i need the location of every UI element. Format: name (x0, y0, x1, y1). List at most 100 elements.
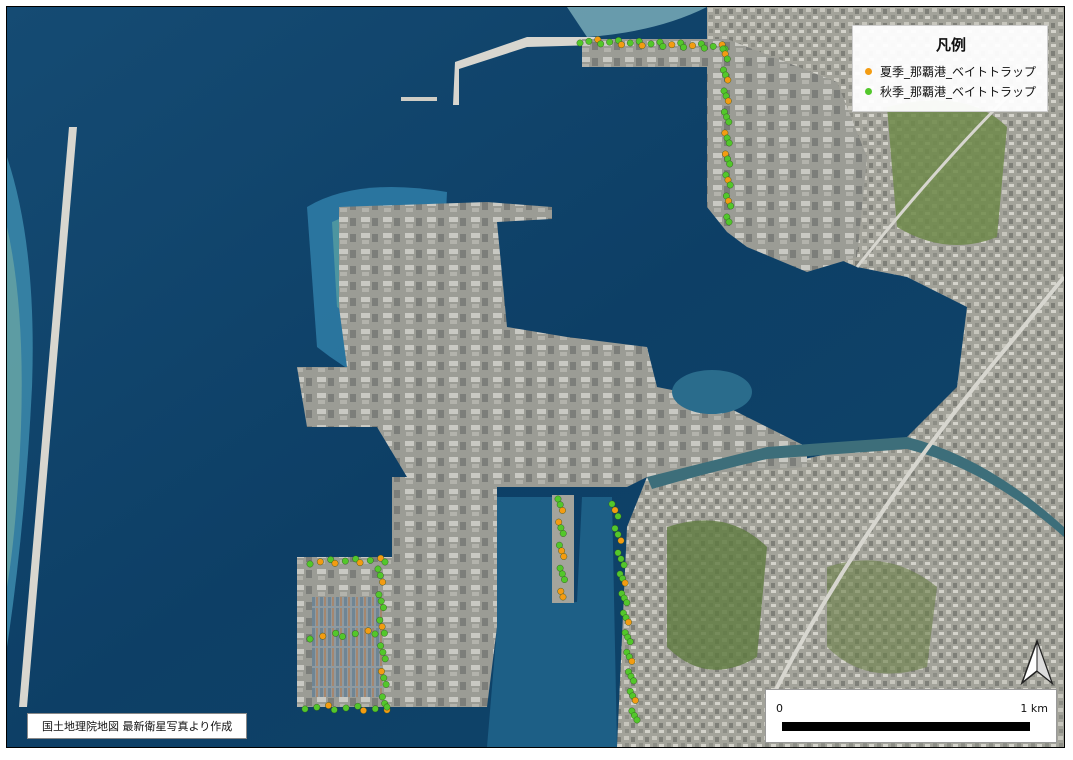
trap-point (625, 618, 632, 626)
legend-label-summer: 夏季_那覇港_ベイトトラップ (880, 64, 1037, 79)
trap-point (614, 549, 622, 557)
trap-point (319, 632, 327, 640)
trap-point (378, 668, 385, 675)
trap-point (377, 554, 385, 562)
autumn-dot-icon (865, 87, 872, 95)
pier-central (297, 202, 807, 487)
trap-point (724, 97, 732, 105)
trap-point (614, 512, 622, 520)
satellite-map[interactable] (7, 7, 1064, 747)
trap-point (725, 118, 733, 126)
inner-lagoon (672, 370, 752, 414)
trap-point (378, 693, 386, 701)
trap-point (633, 716, 641, 724)
trap-point (561, 576, 568, 583)
trap-point (381, 558, 389, 566)
map-frame: 凡例 夏季_那覇港_ベイトトラップ 秋季_那覇港_ベイトトラップ 国土地理院地図… (6, 6, 1065, 748)
trap-point (725, 139, 733, 147)
trap-point (611, 506, 619, 514)
trap-point (555, 518, 563, 526)
trap-point (560, 553, 568, 560)
trap-point (723, 55, 731, 63)
legend-title: 凡例 (935, 36, 966, 54)
trap-point (379, 578, 386, 586)
scale-end-label: 1 km (1020, 702, 1048, 715)
trap-point (617, 537, 625, 544)
scale-zero-label: 0 (776, 702, 783, 715)
trap-point (638, 42, 646, 49)
legend-item-autumn: 秋季_那覇港_ベイトトラップ (865, 81, 1037, 101)
trap-point (556, 501, 564, 509)
inner-basin (487, 497, 617, 747)
trap-point (597, 40, 605, 48)
trap-point (554, 495, 562, 503)
trap-point (558, 570, 566, 578)
trap-point (306, 635, 314, 643)
trap-point (620, 561, 628, 569)
trap-point (356, 559, 364, 567)
trap-point (709, 43, 717, 50)
trap-point (382, 681, 390, 688)
map-credit: 国土地理院地図 最新衛星写真より作成 (27, 713, 248, 739)
north-arrow-icon (1020, 639, 1054, 686)
trap-point (374, 565, 382, 573)
highway (765, 275, 1064, 708)
trap-point (614, 531, 622, 538)
trap-point (331, 559, 339, 567)
trap-point (608, 500, 616, 508)
trap-point (342, 704, 350, 712)
trap-point (556, 564, 564, 572)
legend-item-summer: 夏季_那覇港_ベイトトラップ (865, 61, 1037, 81)
breakwater-small (401, 97, 437, 101)
trap-point (558, 547, 565, 555)
breakwater-west (19, 127, 77, 707)
trap-point (360, 707, 367, 714)
trap-point (306, 560, 314, 568)
trap-point (611, 525, 619, 532)
trap-point (680, 43, 687, 51)
legend: 凡例 夏季_那覇港_ベイトトラップ 秋季_那覇港_ベイトトラップ (852, 25, 1048, 112)
trap-point (371, 705, 379, 713)
trap-point (559, 506, 566, 514)
trap-point (621, 579, 629, 587)
trap-point (700, 44, 708, 52)
trap-point (351, 630, 359, 638)
trap-point (557, 587, 565, 595)
green-area-south (667, 520, 767, 670)
trap-point (630, 677, 637, 685)
breakwater-north (447, 37, 597, 105)
trap-point (559, 530, 567, 537)
trap-point (585, 37, 593, 45)
trap-point (647, 40, 655, 48)
trap-point (380, 629, 388, 637)
trap-point (727, 202, 735, 210)
trap-point (339, 633, 346, 640)
trap-point (631, 697, 639, 704)
trap-point (376, 572, 384, 579)
reef-north (567, 7, 707, 37)
trap-point (371, 630, 379, 638)
scale-bar-line (782, 722, 1030, 731)
trap-point (364, 627, 372, 635)
container-yard (312, 597, 382, 697)
trap-point (380, 674, 388, 682)
trap-point (628, 657, 636, 665)
scale-bar: 0 1 km (765, 689, 1057, 743)
green-area-east (827, 560, 937, 674)
trap-point (380, 604, 387, 611)
trap-point (576, 39, 584, 47)
trap-point (301, 705, 309, 713)
summer-dot-icon (865, 67, 872, 75)
highway-north (855, 95, 1009, 268)
trap-point (726, 181, 734, 189)
legend-label-autumn: 秋季_那覇港_ベイトトラップ (880, 84, 1037, 99)
trap-point (377, 642, 384, 650)
trap-point (375, 591, 383, 598)
trap-point (557, 524, 565, 532)
green-area-north (887, 100, 1007, 245)
trap-point (559, 593, 567, 601)
trap-point (332, 629, 340, 637)
trap-point (377, 597, 385, 605)
trap-point (379, 648, 387, 656)
trap-point (378, 623, 386, 631)
